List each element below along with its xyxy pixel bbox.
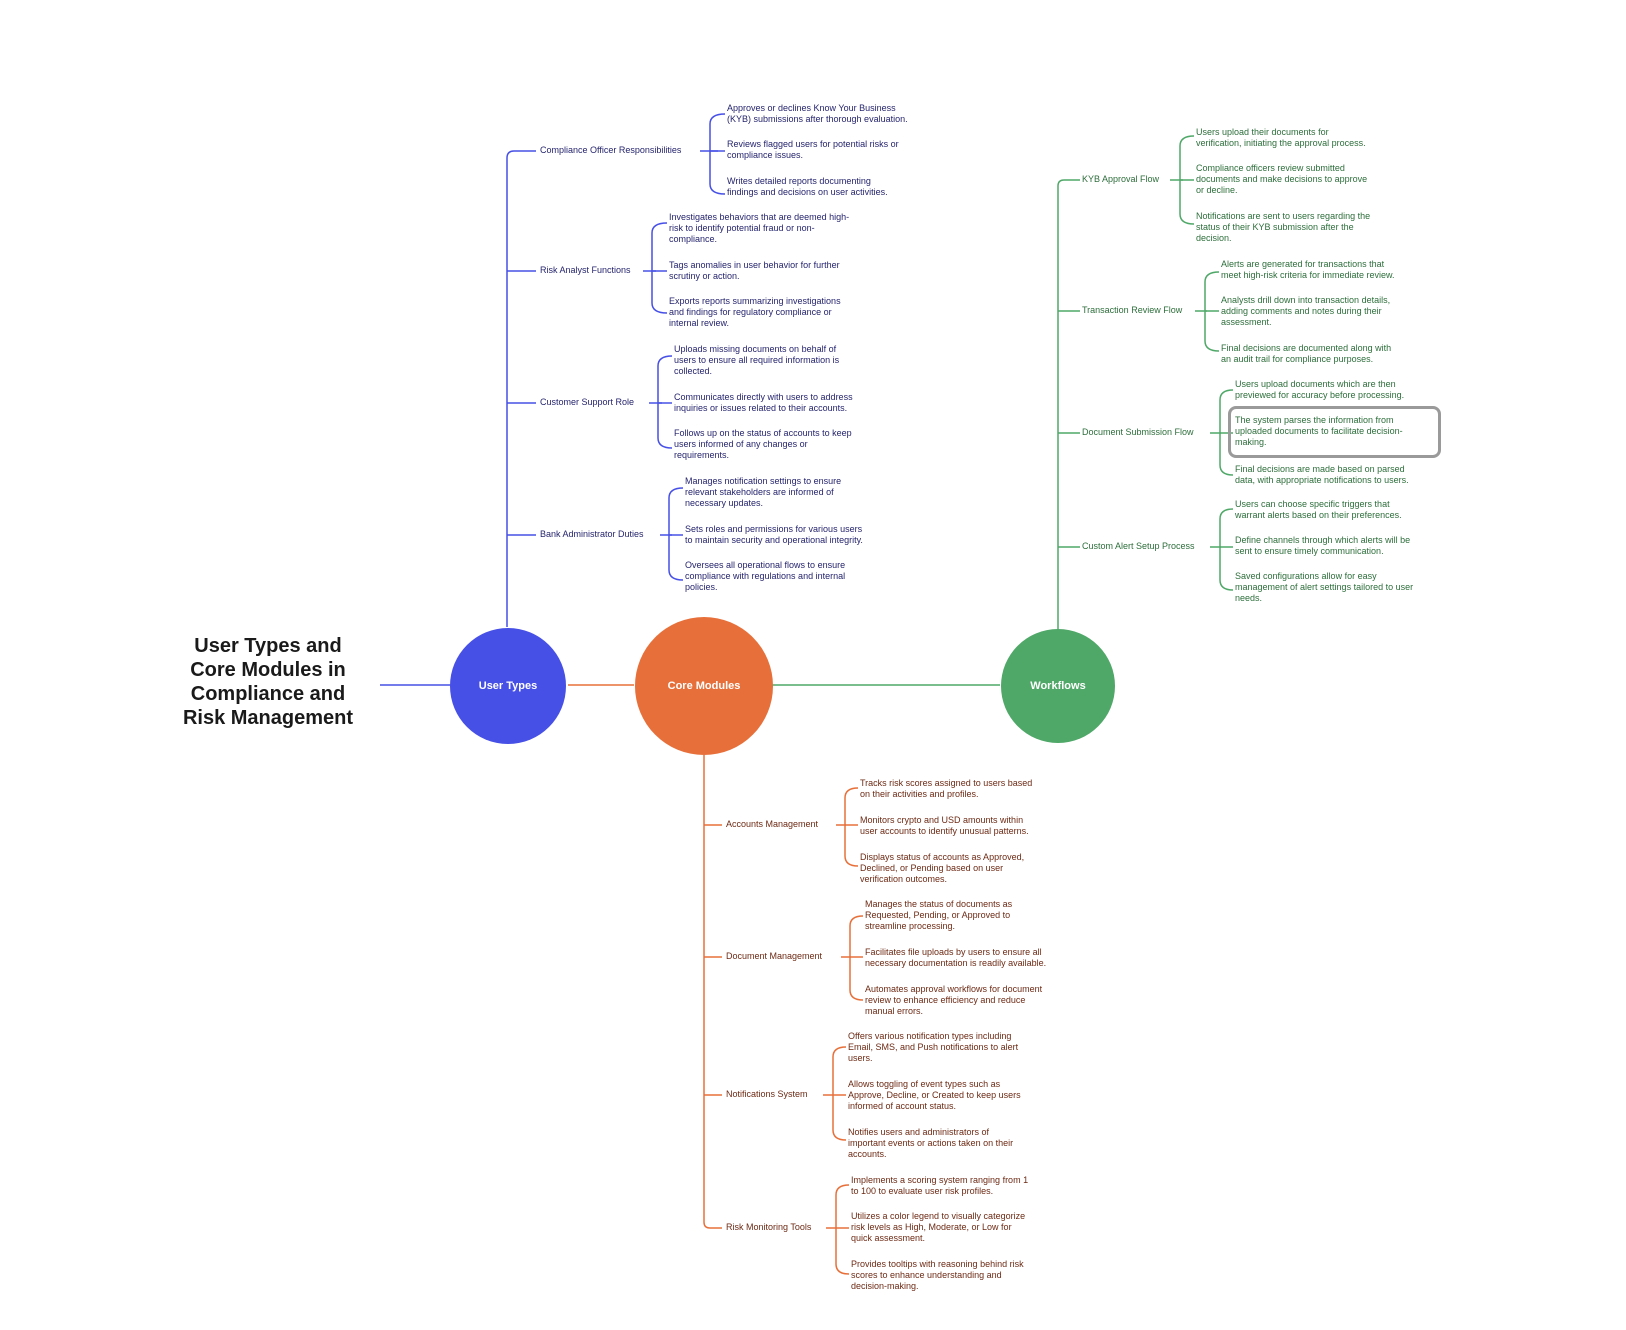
leaf-item: Facilitates file uploads by users to ens… <box>865 947 1047 968</box>
leaf-item: Saved configurations allow for easy mana… <box>1235 571 1414 603</box>
leaf-item: Displays status of accounts as Approved,… <box>860 852 1025 884</box>
leaf-item: Analysts drill down into transaction det… <box>1221 295 1391 327</box>
hub-user-types[interactable]: User Types <box>450 628 566 744</box>
branch-kyb-approval[interactable]: KYB Approval Flow <box>1082 174 1160 184</box>
branch-document-submission[interactable]: Document Submission Flow <box>1082 427 1194 437</box>
diagram-title: User Types and Core Modules in Complianc… <box>182 635 354 729</box>
leaf-item: Reviews flagged users for potential risk… <box>727 139 899 160</box>
leaf-item: Monitors crypto and USD amounts within u… <box>860 815 1029 836</box>
leaf-item: Manages the status of documents as Reque… <box>865 899 1013 931</box>
leaf-item: Oversees all operational flows to ensure… <box>685 560 846 592</box>
branch-bank-admin[interactable]: Bank Administrator Duties <box>540 529 644 539</box>
leaf-item: Tags anomalies in user behavior for furt… <box>669 260 840 281</box>
leaf-item: Automates approval workflows for documen… <box>865 984 1043 1016</box>
leaf-item: Final decisions are made based on parsed… <box>1235 464 1409 485</box>
branch-transaction-review[interactable]: Transaction Review Flow <box>1082 305 1183 315</box>
branch-risk-monitoring[interactable]: Risk Monitoring Tools <box>726 1222 812 1232</box>
selection-highlight <box>1228 406 1441 458</box>
branch-accounts-management[interactable]: Accounts Management <box>726 819 819 829</box>
leaf-item: Offers various notification types includ… <box>848 1031 1019 1063</box>
leaf-item: Follows up on the status of accounts to … <box>674 428 852 460</box>
leaf-item: Provides tooltips with reasoning behind … <box>851 1259 1024 1291</box>
branch-compliance-officer[interactable]: Compliance Officer Responsibilities <box>540 145 682 155</box>
hub-label: User Types <box>478 680 538 692</box>
leaf-item: Sets roles and permissions for various u… <box>685 524 863 545</box>
leaf-item: Define channels through which alerts wil… <box>1235 535 1411 556</box>
leaf-item: Users can choose specific triggers that … <box>1235 499 1402 520</box>
leaf-item: Communicates directly with users to addr… <box>674 392 853 413</box>
branch-notifications-system[interactable]: Notifications System <box>726 1089 808 1099</box>
leaf-item: Tracks risk scores assigned to users bas… <box>860 778 1033 799</box>
leaf-item: Notifies users and administrators of imp… <box>848 1127 1014 1159</box>
leaf-item: Users upload their documents for verific… <box>1196 127 1366 148</box>
branch-document-management[interactable]: Document Management <box>726 951 823 961</box>
leaf-item: Notifications are sent to users regardin… <box>1196 211 1371 243</box>
leaf-item: Users upload documents which are then pr… <box>1235 379 1405 400</box>
hub-label: Workflows <box>1030 680 1086 692</box>
leaf-item: Final decisions are documented along wit… <box>1221 343 1392 364</box>
leaf-item: Uploads missing documents on behalf of u… <box>674 344 840 376</box>
leaf-item: Alerts are generated for transactions th… <box>1221 259 1395 280</box>
branch-risk-analyst[interactable]: Risk Analyst Functions <box>540 265 631 275</box>
leaf-item: Utilizes a color legend to visually cate… <box>851 1211 1026 1243</box>
leaf-item: Allows toggling of event types such as A… <box>848 1079 1021 1111</box>
branch-custom-alert[interactable]: Custom Alert Setup Process <box>1082 541 1195 551</box>
leaf-item: Exports reports summarizing investigatio… <box>669 296 841 328</box>
hub-label: Core Modules <box>667 680 741 692</box>
leaf-item: Writes detailed reports documenting find… <box>727 176 888 197</box>
leaf-item: Approves or declines Know Your Business … <box>727 103 908 124</box>
leaf-item: Implements a scoring system ranging from… <box>851 1175 1029 1196</box>
branch-customer-support[interactable]: Customer Support Role <box>540 397 635 407</box>
hub-core-modules[interactable]: Core Modules <box>635 617 773 755</box>
leaf-item: Manages notification settings to ensure … <box>685 476 842 508</box>
leaf-item: Investigates behaviors that are deemed h… <box>669 212 850 244</box>
leaf-item-selected[interactable]: The system parses the information from u… <box>1235 415 1403 447</box>
hub-workflows[interactable]: Workflows <box>1001 629 1115 743</box>
leaf-item: Compliance officers review submitted doc… <box>1196 163 1368 195</box>
